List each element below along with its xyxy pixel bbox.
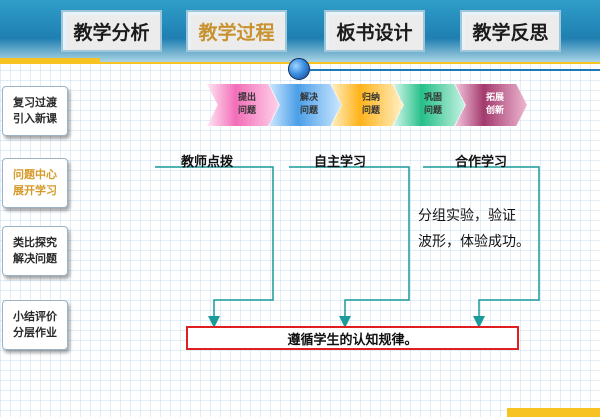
step-label: 问题 bbox=[423, 106, 442, 116]
sidebar-item-review[interactable]: 复习过渡 引入新课 bbox=[2, 86, 68, 136]
sidebar-item-label: 复习过渡 bbox=[13, 96, 57, 109]
sidebar-item-label: 分层作业 bbox=[13, 326, 57, 339]
footer-accent bbox=[507, 408, 600, 417]
tab-teaching-reflection[interactable]: 教学反思 bbox=[460, 10, 561, 52]
step-label: 问题 bbox=[361, 106, 380, 116]
tab-board-design[interactable]: 板书设计 bbox=[324, 10, 425, 52]
step-label: 问题 bbox=[299, 106, 318, 116]
sidebar-item-problem-center[interactable]: 问题中心 展开学习 bbox=[2, 158, 68, 208]
title-rule bbox=[310, 69, 600, 71]
sidebar-item-analogy[interactable]: 类比探究 解决问题 bbox=[2, 226, 68, 276]
sidebar-item-label: 类比探究 bbox=[13, 236, 57, 249]
connector-self-study bbox=[289, 166, 410, 328]
sidebar-item-label: 解决问题 bbox=[13, 252, 57, 265]
step-label: 巩固 bbox=[423, 93, 442, 103]
sidebar-item-summary[interactable]: 小结评价 分层作业 bbox=[2, 300, 68, 350]
step-label: 提出 bbox=[237, 93, 256, 103]
step-label: 创新 bbox=[485, 106, 504, 116]
sidebar-item-label: 小结评价 bbox=[13, 310, 57, 323]
step-label: 归纳 bbox=[361, 93, 380, 103]
label-coop-study: 合作学习 bbox=[455, 154, 508, 169]
step-consolidate-problem: 巩固 问题 bbox=[393, 84, 465, 126]
sidebar-item-label: 引入新课 bbox=[13, 112, 57, 125]
step-label: 问题 bbox=[237, 106, 256, 116]
tab-teaching-process[interactable]: 教学过程 bbox=[186, 10, 287, 52]
result-text: 遵循学生的认知规律。 bbox=[287, 331, 418, 347]
coop-note-line: 分组实验，验证 bbox=[418, 207, 516, 223]
result-box: 遵循学生的认知规律。 bbox=[186, 326, 519, 350]
sidebar-item-label: 展开学习 bbox=[13, 184, 57, 197]
label-teacher-guidance: 教师点拨 bbox=[181, 154, 234, 169]
globe-icon bbox=[288, 58, 310, 80]
step-label: 拓展 bbox=[485, 93, 504, 103]
header-accent bbox=[0, 58, 100, 63]
coop-note: 分组实验，验证 波形，体验成功。 bbox=[418, 202, 530, 254]
label-self-study: 自主学习 bbox=[314, 154, 367, 169]
tab-teaching-analysis[interactable]: 教学分析 bbox=[61, 10, 162, 52]
step-raise-problem: 提出 问题 bbox=[207, 84, 279, 126]
coop-note-line: 波形，体验成功。 bbox=[418, 233, 530, 249]
connector-teacher bbox=[155, 166, 274, 328]
step-label: 解决 bbox=[299, 93, 318, 103]
connector-coop-study bbox=[423, 166, 540, 328]
sidebar-item-label: 问题中心 bbox=[13, 168, 57, 181]
step-summarize-problem: 归纳 问题 bbox=[331, 84, 403, 126]
step-solve-problem: 解决 问题 bbox=[269, 84, 341, 126]
step-extend-innovate: 拓展 创新 bbox=[455, 84, 527, 126]
